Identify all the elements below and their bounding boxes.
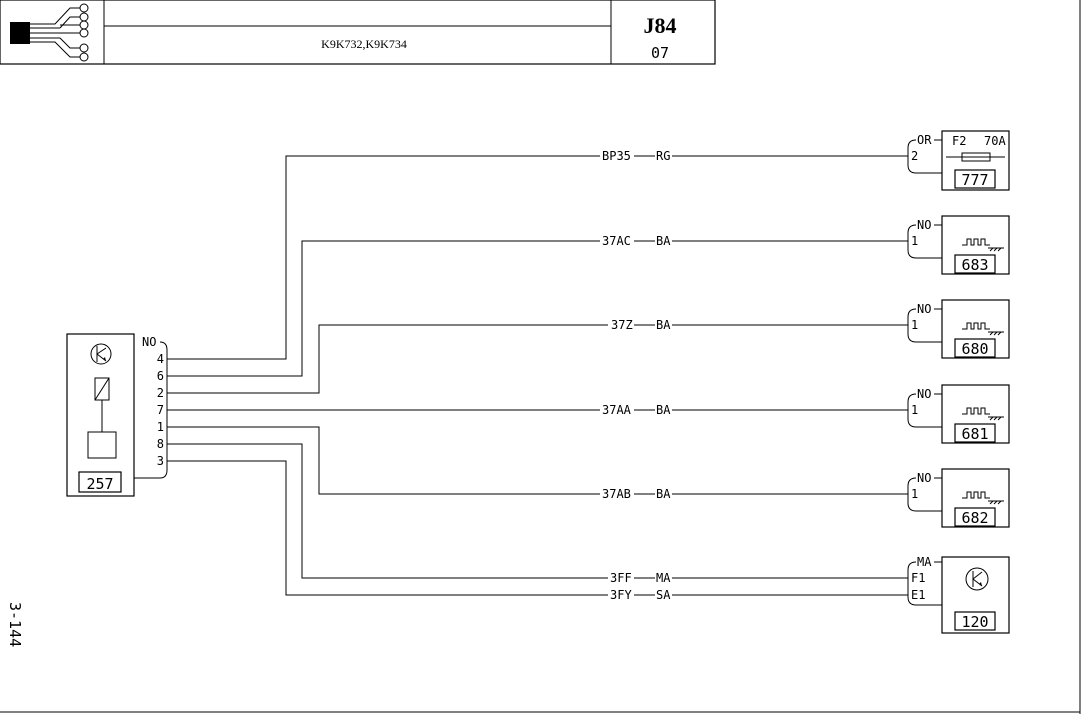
component-120: MA F1 E1 120: [907, 555, 1010, 634]
wire-color: RG: [656, 149, 670, 163]
wire-code: 3FF: [610, 571, 632, 585]
wire-3fy: [167, 460, 608, 596]
component-680: NO 1 680: [907, 299, 1010, 359]
connector-label: NO: [917, 387, 931, 401]
component-id: 683: [961, 256, 988, 274]
page-ref: 3-144: [6, 602, 24, 647]
wire-code: 37AC: [602, 234, 631, 248]
wire-code: BP35: [602, 149, 631, 163]
fuse-rating: 70A: [984, 134, 1006, 148]
pin-label: 1: [157, 420, 164, 434]
pin-label: 6: [157, 369, 164, 383]
glow-plug-icon: [962, 238, 1004, 252]
relay-coil-icon: [87, 377, 117, 459]
wire-color: BA: [656, 487, 671, 501]
component-id: 777: [961, 171, 988, 189]
wire-bp35: [167, 155, 600, 360]
pin-label: 1: [911, 487, 918, 501]
connector-label: NO: [917, 218, 931, 232]
component-682: NO 1 682: [907, 468, 1010, 528]
component-id: 681: [961, 425, 988, 443]
wire-code: 37AA: [602, 403, 632, 417]
wire-code: 37AB: [602, 487, 631, 501]
pin-label: 1: [911, 403, 918, 417]
component-id: 120: [961, 613, 988, 631]
connector-label: MA: [917, 555, 932, 569]
component-id-257: 257: [86, 475, 113, 493]
glow-plug-icon: [962, 491, 1004, 505]
wire-color: SA: [656, 588, 671, 602]
component-257: 257 NO 4 6 2 7 1 8 3: [66, 333, 168, 497]
component-id: 682: [961, 509, 988, 527]
wire-color: BA: [656, 318, 671, 332]
wire-code: 37Z: [611, 318, 633, 332]
pin-label: 4: [157, 352, 164, 366]
wire-color: MA: [656, 571, 671, 585]
glow-plug-icon: [962, 407, 1004, 421]
component-681: NO 1 681: [907, 384, 1010, 444]
wire-color: BA: [656, 234, 671, 248]
glow-plug-icon: [962, 322, 1004, 336]
ecu-icon: [965, 567, 989, 591]
wire-37ac: [167, 240, 600, 377]
wire-3ff: [167, 443, 608, 579]
pin-label: 8: [157, 437, 164, 451]
pin-label: E1: [911, 588, 925, 602]
diagram-sub: 07: [651, 44, 669, 62]
wire-37z: [167, 324, 608, 394]
pin-label: 7: [157, 403, 164, 417]
fuse-label: F2: [952, 134, 966, 148]
pin-label: 3: [157, 454, 164, 468]
pin-label: F1: [911, 571, 925, 585]
wire-37ab: [167, 426, 600, 495]
component-683: NO 1 683: [907, 215, 1010, 275]
pin-label: 1: [911, 318, 918, 332]
connector-label-257: NO: [142, 335, 156, 349]
connector-label: OR: [917, 133, 932, 147]
connector-logo-icon: [10, 3, 89, 62]
connector-label: NO: [917, 471, 931, 485]
connector-label: NO: [917, 302, 931, 316]
wires: BP35 RG 37AC BA 37Z BA 37AA BA 37AB BA 3…: [167, 149, 908, 602]
component-id: 680: [961, 340, 988, 358]
pin-label: 2: [911, 149, 918, 163]
component-777: OR 2 F2 70A 777: [907, 130, 1010, 191]
engine-codes: K9K732,K9K734: [321, 37, 407, 51]
pin-label: 2: [157, 386, 164, 400]
pin-label: 1: [911, 234, 918, 248]
wire-color: BA: [656, 403, 671, 417]
wire-code: 3FY: [610, 588, 632, 602]
title-block: K9K732,K9K734 J84 07: [0, 0, 716, 65]
fuse-icon: [946, 152, 1005, 162]
sensor-icon: [90, 343, 112, 365]
diagram-code: J84: [644, 13, 677, 38]
